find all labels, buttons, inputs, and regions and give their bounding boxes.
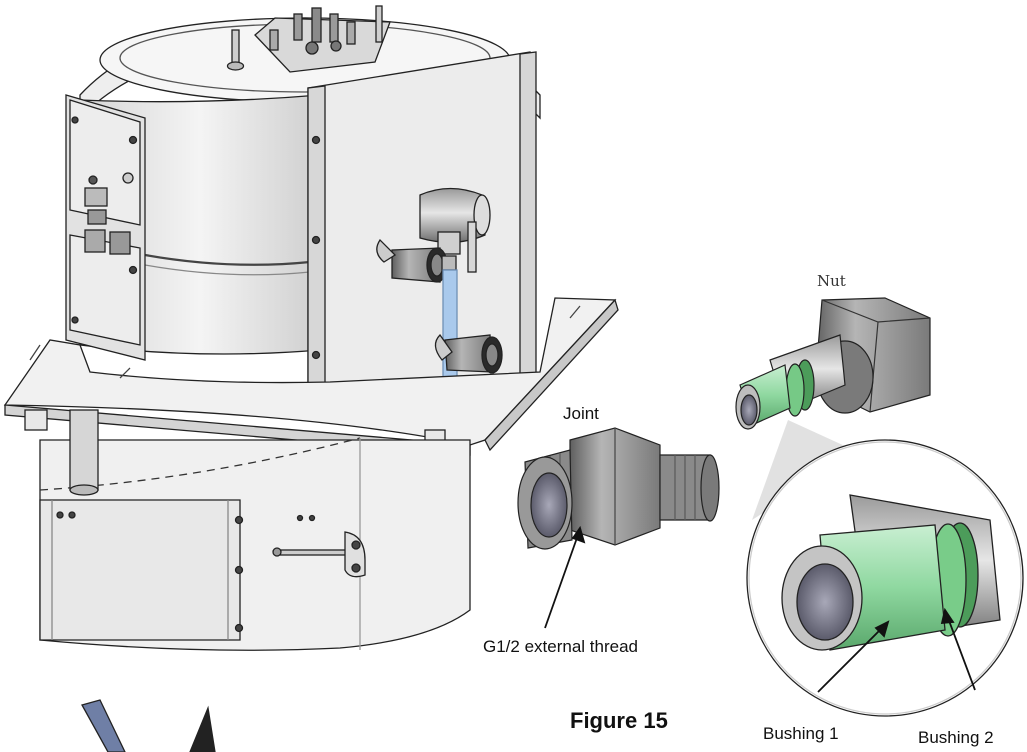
bracket-fragment (81, 699, 216, 752)
valve-assembly (376, 187, 491, 283)
heat-pump-unit (3, 5, 619, 752)
bushing-1-label: Bushing 1 (763, 724, 839, 743)
electrical-panel (65, 94, 146, 361)
arrow-thread (544, 534, 579, 629)
lower-fitting (434, 333, 503, 374)
nut-label: Nut (817, 272, 846, 290)
joint-label: Joint (563, 404, 599, 423)
zoom-detail (746, 439, 1024, 717)
figure-caption: Figure 15 (570, 708, 668, 733)
bushing-2-label: Bushing 2 (918, 728, 994, 747)
arrow-bushing-1 (817, 627, 883, 693)
thread-label: G1/2 external thread (483, 637, 638, 656)
top-fittings (226, 5, 391, 73)
arrow-bushing-2 (947, 617, 976, 691)
callout-arrows (544, 525, 976, 693)
joint-fitting (517, 427, 720, 550)
lower-housing (39, 409, 471, 651)
